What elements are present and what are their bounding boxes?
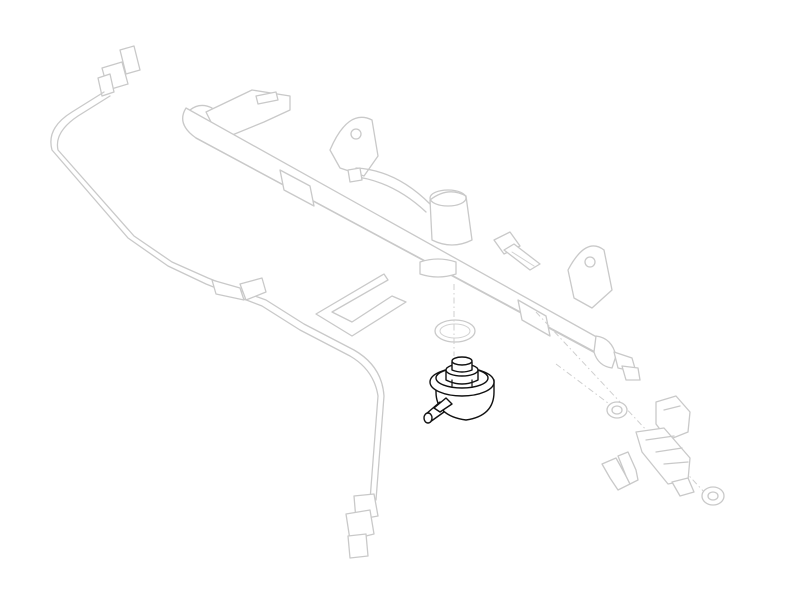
fuel-injector [635, 395, 695, 497]
fuel-rail [182, 89, 641, 381]
o-ring [434, 319, 476, 343]
seal-ring-lower [701, 486, 725, 506]
retaining-clip [315, 273, 407, 337]
seal-ring-upper [606, 401, 628, 419]
injector-clip [601, 451, 639, 491]
fuel-feed-line [50, 45, 385, 559]
mounting-bolt [493, 231, 541, 271]
fuel-pressure-regulator [423, 356, 495, 424]
